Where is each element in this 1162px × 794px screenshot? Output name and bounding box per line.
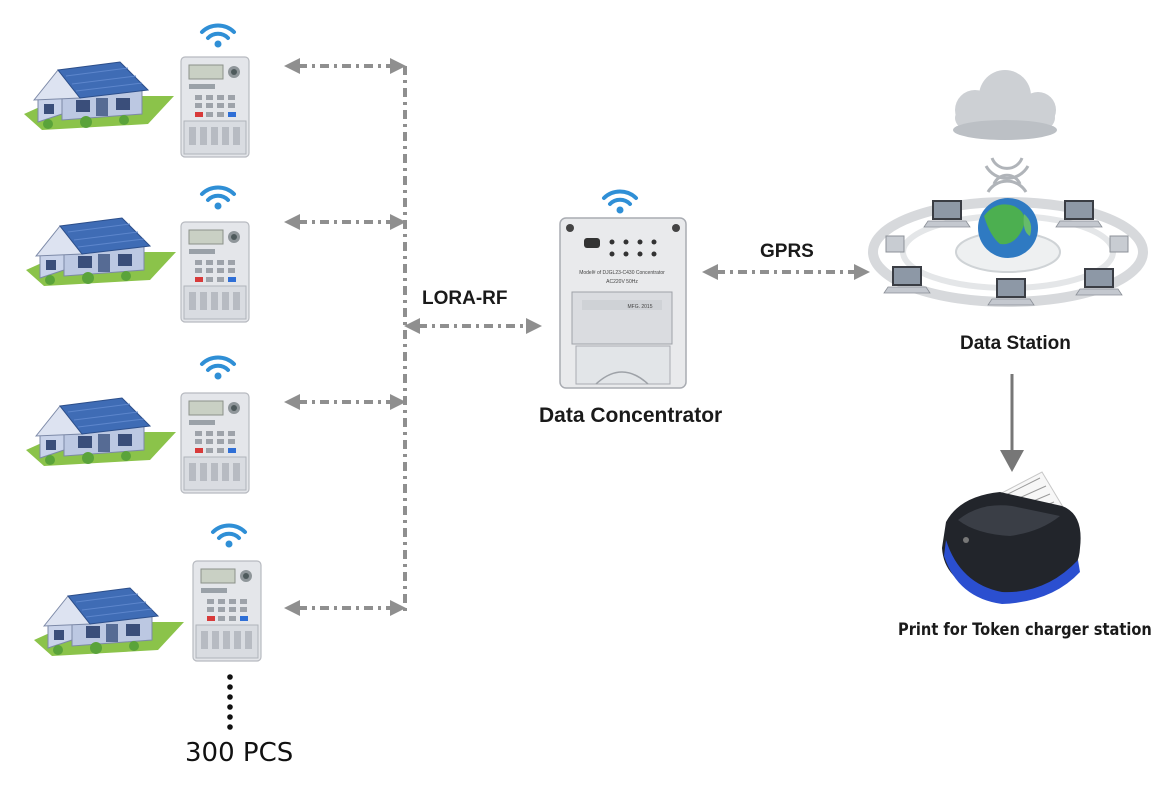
lora-bus	[298, 64, 854, 612]
wifi-icon	[602, 189, 638, 216]
arrow-heads	[284, 58, 870, 616]
wifi-icon	[200, 355, 236, 382]
house-icon	[25, 217, 177, 287]
concentrator-icon: Model# of DJGL23-C430 Concentrator AC220…	[559, 189, 687, 389]
lora-rf-label: LORA-RF	[422, 288, 508, 309]
laptop-icon	[987, 277, 1035, 306]
meter-icon	[180, 56, 250, 158]
more-dots	[227, 674, 233, 730]
meter-icon	[180, 221, 250, 323]
wifi-icon	[200, 185, 236, 212]
meter-icon	[192, 560, 262, 662]
house-icon	[25, 397, 177, 467]
meter-voltage: AC220V 50Hz	[606, 279, 638, 285]
printer-label: Print for Token charger station	[898, 620, 1152, 640]
cloud-icon	[953, 70, 1057, 140]
down-arrow	[1000, 374, 1024, 472]
data-concentrator-label: Data Concentrator	[539, 404, 723, 427]
wifi-icon	[200, 23, 236, 50]
house-icon	[33, 587, 185, 657]
data-station-label: Data Station	[960, 333, 1071, 354]
wifi-icon	[211, 523, 247, 550]
meter-model: Model# of DJGL23-C430 Concentrator	[579, 270, 665, 276]
gprs-label: GPRS	[760, 241, 814, 262]
meter-mfg: MFG. 2015	[627, 304, 652, 310]
meter-icon	[180, 392, 250, 494]
data-station-icon	[868, 197, 1148, 307]
signal-waves	[984, 157, 1030, 193]
meter-count-label: 300 PCS	[185, 738, 294, 768]
house-icon	[23, 61, 175, 131]
printer-icon	[942, 471, 1081, 604]
